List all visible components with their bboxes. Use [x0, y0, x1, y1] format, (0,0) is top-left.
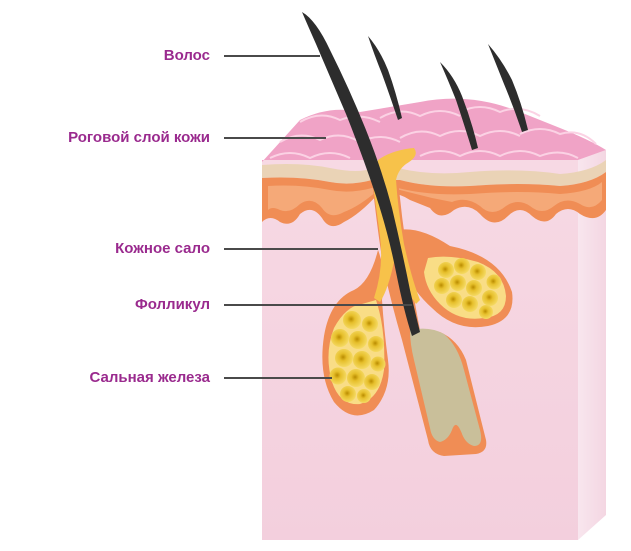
epidermis-layer — [262, 172, 606, 227]
leader-line-sebaceous-gland — [224, 377, 332, 379]
surface-band — [262, 160, 606, 187]
hair-bulb — [410, 328, 482, 446]
leader-line-follicle — [224, 304, 412, 306]
surface-hair-2 — [440, 62, 478, 150]
leader-line-hair — [224, 55, 320, 57]
epidermis-inner — [268, 182, 602, 216]
sebaceous-gland-left — [322, 250, 389, 416]
label-hair: Волос — [163, 47, 210, 64]
surface-hair-3 — [488, 44, 528, 132]
label-sebum: Кожное сало — [115, 240, 210, 257]
sebaceous-gland-right — [398, 229, 513, 328]
leader-line-sebum — [224, 248, 378, 250]
gland-cells-right — [434, 258, 502, 319]
main-hair-shaft — [302, 12, 420, 336]
skin-block-side — [578, 150, 606, 540]
leader-line-stratum-corneum — [224, 137, 326, 139]
label-follicle: Фолликул — [134, 296, 210, 313]
skin-scales — [269, 106, 597, 160]
label-sebaceous-gland: Сальная железа — [89, 369, 210, 386]
gland-cells-left — [329, 311, 386, 403]
label-stratum-corneum: Роговой слой кожи — [68, 129, 210, 146]
surface-hair-1 — [368, 36, 402, 120]
hair-bulb-notch — [452, 424, 462, 434]
